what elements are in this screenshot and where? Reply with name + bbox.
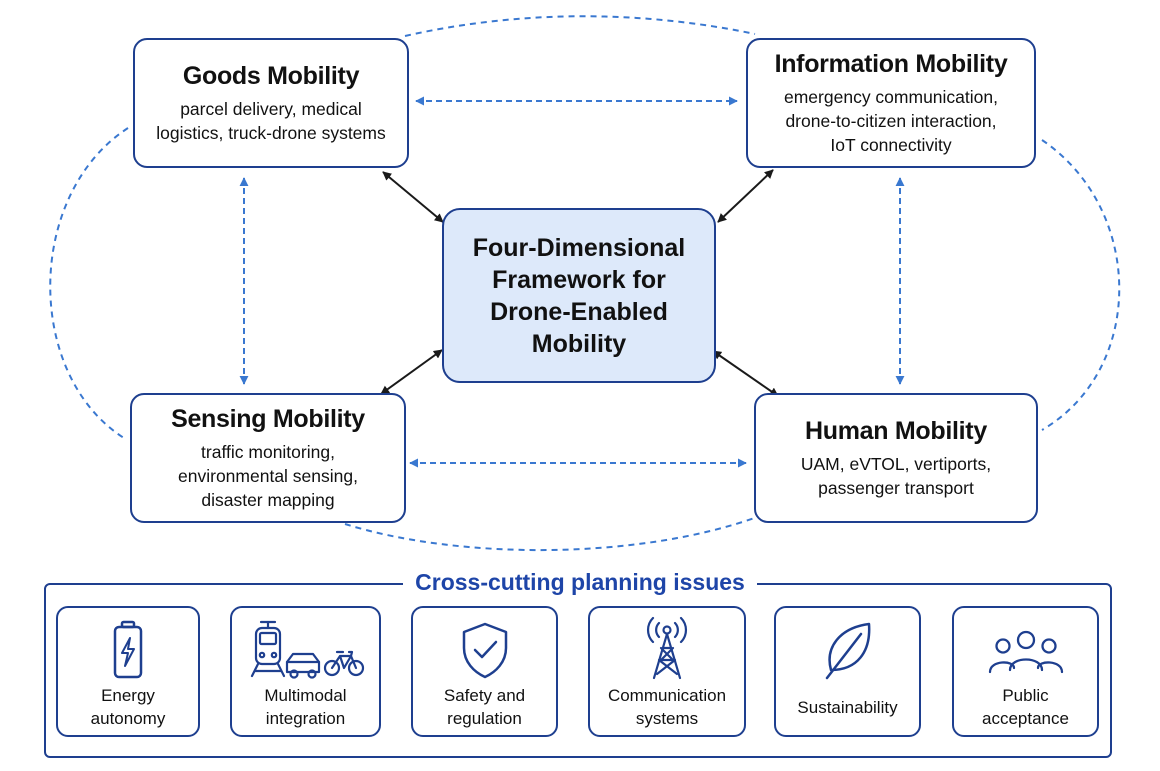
goods-mobility-line: logistics, truck-drone systems [156,122,386,143]
human-mobility-line: passenger transport [818,477,974,498]
issue-card-safety-regulation: Safety and regulation [411,606,558,737]
issue-card-label-line: Energy [101,686,155,705]
central-framework-title-line: Mobility [531,329,627,358]
outer-cycle-arc-right [1041,139,1121,431]
issue-card-label-line: systems [635,709,699,728]
goods-mobility-box: Goods Mobility parcel delivery, medical … [133,38,409,168]
issue-card-label: Public acceptance [954,683,1097,731]
outer-cycle-arc-left [49,127,129,439]
issue-card-label-line: Multimodal [264,686,347,705]
arrow-center-information [717,169,774,223]
outer-cycle-arc-bottom [344,515,761,552]
sensing-mobility-line: traffic monitoring, [201,441,335,462]
issue-card-label: Communication systems [590,683,744,731]
issue-card-multimodal-integration: Multimodal integration [230,606,381,737]
information-mobility-box: Information Mobility emergency communica… [746,38,1036,168]
central-framework-title-line: Framework for [492,265,666,294]
human-mobility-title: Human Mobility [805,416,987,445]
issue-card-communication-systems: Communication systems [588,606,746,737]
issue-card-label-line: Public [1002,686,1049,705]
goods-mobility-title: Goods Mobility [182,61,360,90]
human-mobility-description: UAM, eVTOL, vertiports, passenger transp… [801,452,991,500]
issue-card-label-line: integration [265,709,346,728]
issue-card-sustainability: Sustainability [774,606,921,737]
people-group-icon [954,616,1097,682]
central-framework-title-line: Drone-Enabled [490,297,668,326]
sensing-mobility-line: environmental sensing, [178,465,358,486]
battery-icon [58,616,198,682]
multimodal-transport-icon [232,616,379,682]
radio-tower-icon [590,616,744,682]
human-mobility-line: UAM, eVTOL, vertiports, [800,453,992,474]
human-mobility-box: Human Mobility UAM, eVTOL, vertiports, p… [754,393,1038,523]
issue-card-label-line: regulation [447,709,522,728]
sensing-mobility-description: traffic monitoring, environmental sensin… [178,440,358,512]
central-framework-box: Four-Dimensional Framework for Drone-Ena… [442,208,716,383]
arrow-center-human [712,350,779,397]
information-mobility-description: emergency communication, drone-to-citize… [784,85,998,157]
sensing-mobility-box: Sensing Mobility traffic monitoring, env… [130,393,406,523]
issue-card-public-acceptance: Public acceptance [952,606,1099,737]
issue-card-label-line: acceptance [982,709,1069,728]
issue-card-label: Energy autonomy [58,683,198,731]
issue-card-energy-autonomy: Energy autonomy [56,606,200,737]
information-mobility-line: drone-to-citizen interaction, [785,110,997,131]
issue-card-label-line: autonomy [90,709,166,728]
goods-mobility-description: parcel delivery, medical logistics, truc… [156,97,386,145]
outer-cycle-arc-top [404,15,756,37]
issue-card-label: Multimodal integration [232,683,379,731]
central-framework-title-line: Four-Dimensional [472,233,686,262]
shield-check-icon [413,616,556,682]
arrow-center-goods [382,171,444,223]
information-mobility-title: Information Mobility [774,49,1008,78]
issue-card-label: Safety and regulation [413,683,556,731]
sensing-mobility-line: disaster mapping [201,489,335,510]
issue-card-label-line: Communication [607,686,727,705]
arrow-center-sensing [380,349,443,395]
leaf-icon [776,616,919,682]
information-mobility-line: IoT connectivity [830,134,952,155]
sensing-mobility-title: Sensing Mobility [171,404,365,433]
issue-card-label-line: Safety and [443,686,526,705]
issue-card-label: Sustainability [776,683,919,731]
information-mobility-line: emergency communication, [784,86,998,107]
goods-mobility-line: parcel delivery, medical [180,98,362,119]
issue-card-label-line: Sustainability [797,697,898,717]
cross-cutting-issues-title: Cross-cutting planning issues [403,566,757,598]
